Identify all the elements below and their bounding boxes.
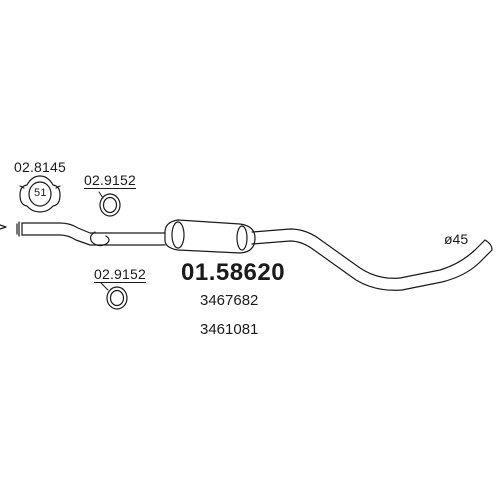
outlet-diameter-label: ø45 xyxy=(444,231,469,247)
gasket-part-number: 02.9152 xyxy=(84,172,137,189)
clamp-part-number: 02.8145 xyxy=(14,159,67,175)
main-part-number: 01.58620 xyxy=(181,259,286,286)
gasket-ring-icon xyxy=(99,193,121,217)
oe-number: 3467682 xyxy=(200,292,259,309)
clamp-size-label: 51 xyxy=(34,187,47,199)
gasket-ring-icon xyxy=(106,286,128,310)
gasket-part-number: 02.9152 xyxy=(94,266,147,283)
oe-number: 3461081 xyxy=(200,321,259,338)
exhaust-clamp-icon xyxy=(19,175,61,213)
exhaust-middle-pipe-icon xyxy=(16,219,493,291)
leader-lines xyxy=(98,191,109,291)
inlet-pointer-icon xyxy=(0,224,7,230)
